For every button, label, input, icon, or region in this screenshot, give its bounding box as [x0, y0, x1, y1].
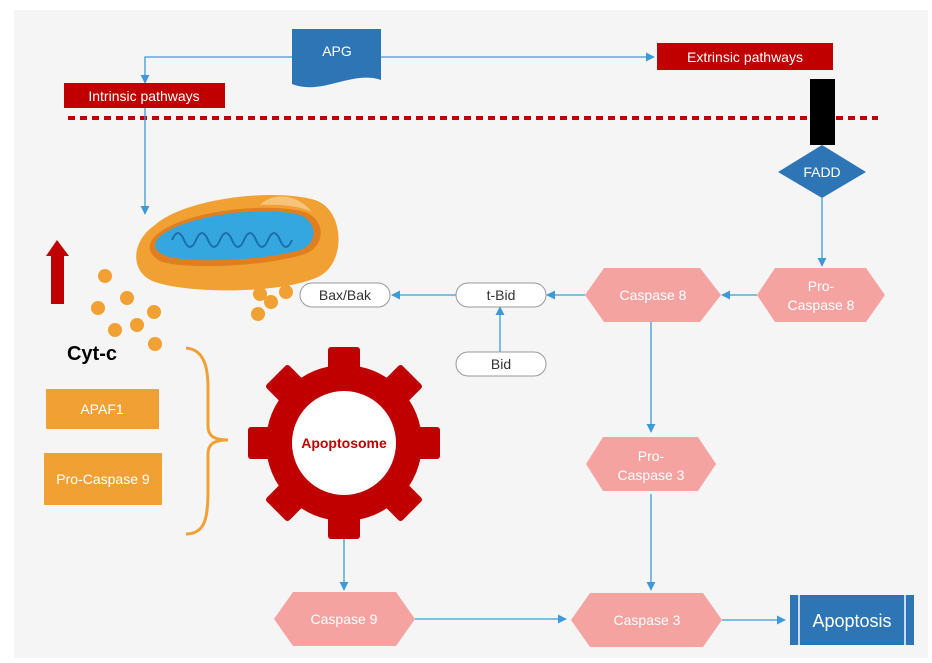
connectors [140, 52, 827, 625]
gear-tooth [380, 365, 422, 407]
cytc-dot [98, 269, 112, 283]
caspase9-label: Caspase 9 [311, 611, 378, 627]
cytc-label: Cyt-c [67, 343, 117, 365]
gear-tooth [328, 347, 360, 377]
intrinsic-node: Intrinsic pathways [64, 83, 225, 108]
apoptosis-label: Apoptosis [812, 611, 891, 631]
brace-bracket [185, 346, 229, 536]
cytc-dot [148, 337, 162, 351]
apoptosome-label: Apoptosome [301, 435, 387, 451]
tbid-label: t-Bid [487, 287, 516, 303]
apaf1-label: APAF1 [80, 401, 124, 417]
procaspase9-node: Pro-Caspase 9 [44, 453, 162, 505]
procaspase8-node: Pro- Caspase 8 [757, 268, 885, 322]
arrow-apg-to-intrinsic [140, 56, 292, 84]
tbid-node: t-Bid [455, 282, 547, 308]
cytc-dot [130, 318, 144, 332]
procaspase9-label: Pro-Caspase 9 [56, 471, 150, 487]
gear-tooth [248, 427, 278, 459]
caspase8-label: Caspase 8 [620, 287, 687, 303]
caspase3-node: Caspase 3 [571, 593, 722, 647]
fadd-label: FADD [803, 164, 840, 180]
apg-node: APG [292, 29, 381, 88]
bid-label: Bid [491, 356, 511, 372]
fadd-node: FADD [778, 145, 866, 198]
cytc-dot [91, 301, 105, 315]
caspase3-label: Caspase 3 [614, 612, 681, 628]
intrinsic-label: Intrinsic pathways [88, 88, 199, 104]
caspase8-node: Caspase 8 [585, 268, 721, 322]
cytc-dot [147, 305, 161, 319]
gear-tooth [380, 479, 422, 521]
apoptosis-node: Apoptosis [790, 595, 914, 645]
procaspase3-label-line1: Pro- [638, 448, 665, 464]
cytc-dot [108, 323, 122, 337]
procaspase3-label-line2: Caspase 3 [618, 467, 685, 483]
cyt-c-dots [91, 269, 293, 351]
cytc-dot [120, 291, 134, 305]
gear-icon: Apoptosome [248, 347, 440, 539]
caspase9-node: Caspase 9 [274, 592, 415, 646]
baxbak-label: Bax/Bak [319, 287, 372, 303]
up-arrow-icon [46, 240, 69, 304]
cytc-dot [253, 287, 267, 301]
gear-tooth [328, 509, 360, 539]
cytc-dot [279, 285, 293, 299]
bid-node: Bid [455, 351, 547, 377]
procaspase8-label-line1: Pro- [808, 278, 835, 294]
mitochondrion-icon [136, 194, 339, 291]
death-receptor [810, 79, 835, 145]
apaf1-node: APAF1 [46, 389, 159, 429]
cytc-dot [251, 307, 265, 321]
procaspase8-label-line2: Caspase 8 [788, 297, 855, 313]
baxbak-node: Bax/Bak [299, 282, 391, 308]
gear-inner-circle [292, 391, 396, 495]
extrinsic-node: Extrinsic pathways [657, 43, 833, 70]
cytc-dot [264, 295, 278, 309]
apg-label: APG [322, 43, 352, 59]
gear-tooth [410, 427, 440, 459]
extrinsic-label: Extrinsic pathways [687, 49, 803, 65]
gear-tooth [266, 365, 308, 407]
procaspase3-node: Pro- Caspase 3 [586, 437, 716, 491]
gear-tooth [266, 479, 308, 521]
